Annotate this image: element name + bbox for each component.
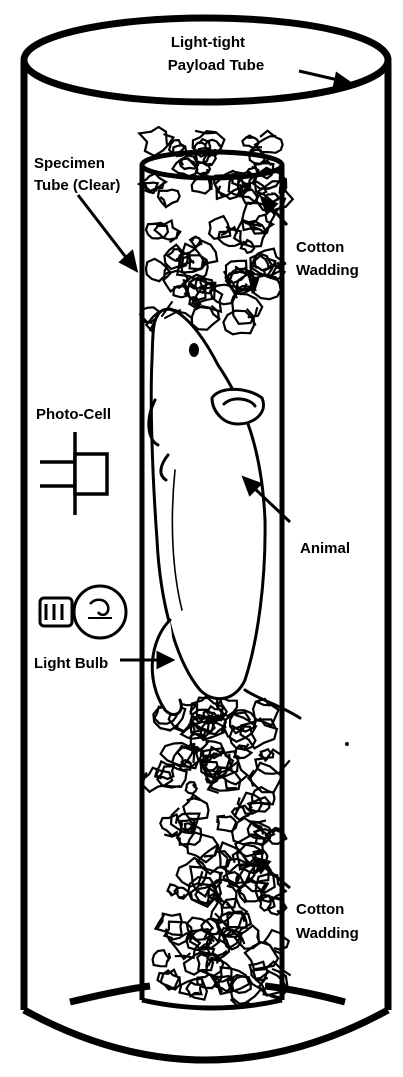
speck xyxy=(345,742,349,746)
light-bulb-label: Light Bulb xyxy=(34,655,108,672)
photo-cell-label: Photo-Cell xyxy=(36,406,111,423)
animal-label: Animal xyxy=(300,540,350,557)
